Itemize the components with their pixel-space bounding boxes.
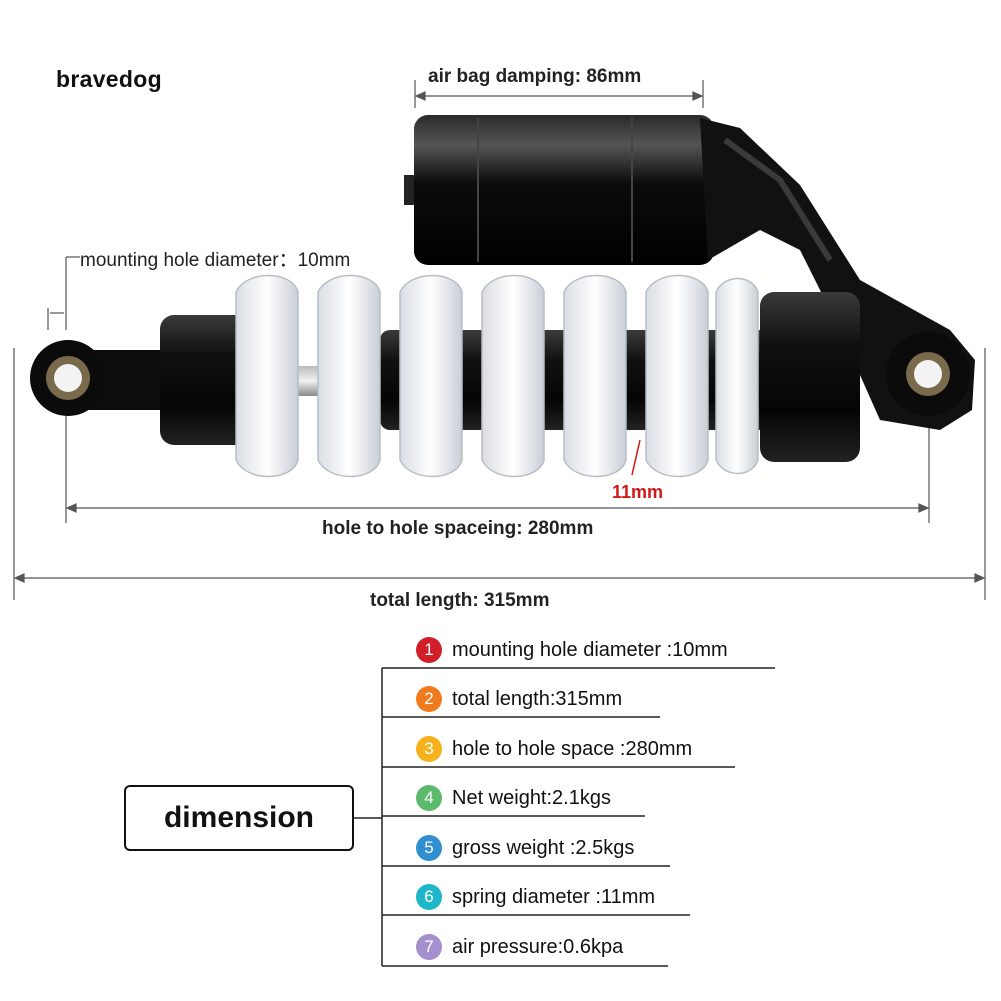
spec-item: 1 mounting hole diameter :10mm bbox=[416, 635, 728, 665]
right-mounting-eyelet bbox=[886, 332, 970, 416]
spec-item: 6 spring diameter :11mm bbox=[416, 882, 655, 912]
air-bag-dimension-line bbox=[414, 80, 704, 108]
total-length-dimension-line bbox=[13, 348, 986, 600]
spec-text: Net weight:2.1kgs bbox=[452, 786, 611, 809]
lower-collar bbox=[160, 315, 260, 445]
brand-logo: bravedog bbox=[56, 66, 162, 92]
spring-diameter-label: 11mm bbox=[612, 482, 664, 502]
spec-number-badge: 2 bbox=[416, 686, 442, 712]
spec-item: 7 air pressure:0.6kpa bbox=[416, 932, 623, 962]
spec-item: 2 total length:315mm bbox=[416, 684, 622, 714]
spec-number-badge: 3 bbox=[416, 736, 442, 762]
coil-spring bbox=[235, 274, 759, 478]
spec-text: gross weight :2.5kgs bbox=[452, 836, 635, 859]
spec-number-badge: 7 bbox=[416, 934, 442, 960]
total-length-label: total length: 315mm bbox=[370, 590, 550, 611]
spec-text: mounting hole diameter :10mm bbox=[452, 638, 728, 661]
spec-text: air pressure:0.6kpa bbox=[452, 935, 624, 958]
spec-number-badge: 6 bbox=[416, 884, 442, 910]
mounting-hole-dimension-line bbox=[47, 256, 80, 330]
hole-to-hole-dimension-line bbox=[65, 395, 930, 523]
spec-number-badge: 1 bbox=[416, 637, 442, 663]
spec-text: hole to hole space :280mm bbox=[452, 737, 693, 760]
spec-item: 5 gross weight :2.5kgs bbox=[416, 833, 634, 863]
spec-number-badge: 5 bbox=[416, 835, 442, 861]
dimension-title-box: dimension bbox=[124, 785, 354, 851]
hole-to-hole-label: hole to hole spaceing: 280mm bbox=[322, 518, 594, 539]
spec-text: spring diameter :11mm bbox=[452, 885, 656, 908]
mounting-hole-label: mounting hole diameter：10mm bbox=[80, 250, 351, 271]
spec-number-badge: 4 bbox=[416, 785, 442, 811]
spec-text: total length:315mm bbox=[452, 687, 623, 710]
spec-item: 4 Net weight:2.1kgs bbox=[416, 783, 611, 813]
air-bag-damping-label: air bag damping: 86mm bbox=[428, 66, 642, 87]
spec-item: 3 hole to hole space :280mm bbox=[416, 734, 692, 764]
preload-adjuster bbox=[760, 292, 860, 462]
